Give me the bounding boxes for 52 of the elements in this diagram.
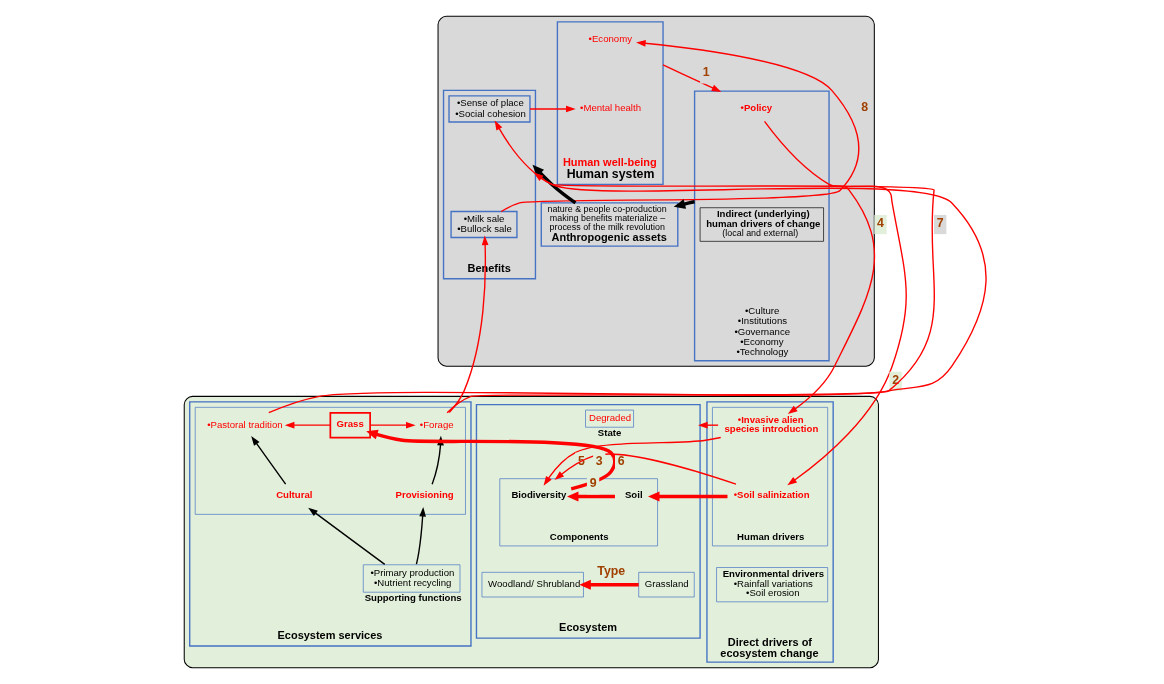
edge-label: 6	[617, 453, 625, 468]
node-text: •Mental health	[579, 102, 641, 114]
node-box: Grassland	[637, 571, 695, 598]
edge-label: 7	[936, 215, 944, 230]
arrow	[647, 491, 727, 502]
node-text: •Forage	[419, 418, 454, 430]
edge-label: 9	[589, 476, 596, 491]
node-box: Woodland/ Shrubland	[481, 571, 584, 598]
node-box: Environmental drivers •Rainfall variations •Soil erosion	[715, 567, 828, 603]
node-text: Biodiversity	[510, 489, 566, 501]
node-text: Cultural	[275, 489, 312, 501]
node-box: •Milk sale •Bullock sale	[449, 210, 518, 239]
node-label: Supporting functions	[364, 591, 462, 603]
edge-label: Type	[596, 564, 625, 579]
arrow	[578, 579, 639, 590]
arrow	[365, 429, 617, 491]
cluster	[437, 15, 875, 367]
arrow	[307, 507, 385, 566]
node-text: Soil	[624, 489, 643, 501]
node-box: nature & people co-production making benefits materialize – process of the milk revolution Anthropogenic assets	[540, 202, 678, 247]
arrow	[786, 184, 907, 486]
arrow	[697, 421, 719, 429]
node-text: •Soil salinization	[733, 489, 810, 501]
node-text: Provisioning	[395, 489, 454, 501]
node-box: •Sense of place •Social cohesion	[447, 95, 531, 123]
edge-label: 1	[702, 65, 710, 80]
arrow	[566, 491, 615, 502]
edge-label: 4	[876, 215, 884, 230]
node-label: State	[597, 426, 621, 438]
node-box: Indirect (underlying) human drivers of change (local and external)	[699, 207, 824, 242]
arrow	[284, 421, 331, 429]
arrow	[763, 120, 875, 414]
node-text: •Pastoral tradition	[206, 418, 283, 430]
arrow	[500, 39, 860, 213]
node-text: •Policy	[740, 101, 772, 113]
arrow	[448, 235, 488, 414]
arrow	[368, 421, 416, 429]
node-box: •Primary production •Nutrient recycling	[362, 564, 460, 593]
arrow	[267, 120, 987, 414]
node-text: •Invasive alien species introduction	[723, 413, 818, 435]
edge-label: 3	[595, 453, 603, 468]
arrow	[415, 506, 426, 565]
arrow	[673, 199, 695, 209]
node-text: •Economy	[588, 33, 632, 45]
cluster	[183, 395, 879, 669]
edge-label: 2	[891, 372, 899, 387]
arrow	[250, 436, 286, 485]
arrow	[528, 105, 576, 113]
node-box: Grass	[329, 411, 371, 439]
edge-label: 8	[860, 100, 868, 115]
arrow	[543, 436, 721, 486]
node-box: Degraded	[584, 409, 634, 428]
